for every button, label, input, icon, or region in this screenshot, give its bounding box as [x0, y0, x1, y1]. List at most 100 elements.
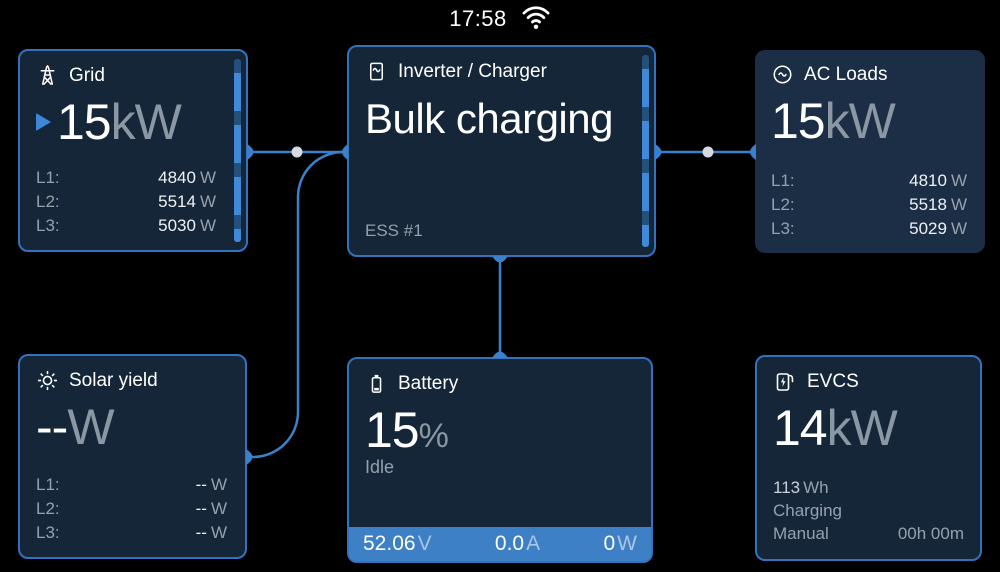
- battery-icon: [365, 372, 388, 395]
- grid-tile-title: Grid: [69, 64, 105, 86]
- flow-dot-acloads: [702, 146, 714, 158]
- phase-value: 5518: [909, 195, 947, 214]
- grid-power-unit: kW: [110, 94, 182, 150]
- evcs-energy-value: 113: [773, 478, 801, 497]
- wifi-icon: [521, 3, 551, 35]
- grid-power-value: 15: [57, 94, 112, 150]
- evcs-energy-unit: Wh: [803, 478, 829, 497]
- evcs-power-value: 14: [773, 400, 828, 456]
- phase-label: L3:: [771, 219, 795, 238]
- phase-label: L1:: [36, 168, 60, 187]
- evcs-session-duration: 00h 00m: [897, 524, 964, 543]
- phase-value: 5029: [909, 219, 947, 238]
- battery-soc-reading: 15 %: [365, 402, 449, 458]
- phase-label: L2:: [771, 195, 795, 214]
- ac-loads-power-reading: 15 kW: [771, 93, 896, 149]
- phase-unit: W: [950, 171, 967, 190]
- evcs-mode-text: Manual: [773, 524, 829, 543]
- evcs-tile-header: EVCS: [773, 370, 859, 394]
- solar-phase-row-l2: L2: --W: [36, 497, 227, 521]
- phase-unit: W: [950, 195, 967, 214]
- battery-measurements-bar: 52.06V 0.0A 0W: [349, 527, 651, 561]
- phase-label: L3:: [36, 523, 60, 542]
- phase-value: 4840: [158, 168, 196, 187]
- evcs-status-row: Charging: [773, 499, 964, 522]
- battery-soc-unit: %: [418, 417, 449, 455]
- evcs-tile-title: EVCS: [807, 371, 859, 392]
- solar-tile-header: Solar yield: [36, 369, 158, 392]
- ac-loads-tile-header: AC Loads: [771, 63, 887, 86]
- power-pylon-icon: [36, 64, 59, 87]
- battery-tile-title: Battery: [398, 372, 459, 394]
- battery-tile-header: Battery: [365, 372, 458, 395]
- battery-soc-value: 15: [365, 402, 420, 458]
- ac-bus-indicator: [234, 59, 241, 242]
- phase-unit: W: [950, 219, 967, 238]
- flow-dot-grid: [291, 146, 303, 158]
- solar-yield-tile[interactable]: Solar yield -- W L1: --W L2: --W L3: --W: [18, 354, 247, 559]
- clock: 17:58: [449, 6, 507, 31]
- battery-state-text: Idle: [365, 457, 395, 477]
- battery-power: 0W: [603, 532, 637, 555]
- inverter-state-text: Bulk charging: [365, 95, 613, 142]
- battery-tile[interactable]: Battery 15 % Idle 52.06V 0.0A 0W: [347, 357, 653, 563]
- solar-power-reading: -- W: [36, 399, 115, 455]
- inverter-tile-header: Inverter / Charger: [365, 60, 547, 83]
- battery-voltage: 52.06V: [363, 532, 432, 555]
- grid-power-reading: 15 kW: [36, 94, 182, 150]
- import-arrow-icon: [36, 113, 51, 131]
- sun-icon: [36, 369, 59, 392]
- phase-unit: W: [210, 499, 227, 518]
- ev-charger-icon: [773, 370, 797, 394]
- grid-tile-header: Grid: [36, 64, 105, 87]
- phase-value: 4810: [909, 171, 947, 190]
- phase-unit: W: [210, 523, 227, 542]
- phase-label: L1:: [36, 475, 60, 494]
- inverter-charger-tile[interactable]: Inverter / Charger Bulk charging ESS #1: [347, 45, 656, 257]
- phase-value: 5514: [158, 192, 196, 211]
- solar-phase-list: L1: --W L2: --W L3: --W: [36, 473, 227, 545]
- ac-bus-indicator: [642, 55, 649, 247]
- phase-unit: W: [199, 192, 216, 211]
- evcs-status-text: Charging: [773, 501, 842, 520]
- solar-phase-row-l1: L1: --W: [36, 473, 227, 497]
- inverter-device-name: ESS #1: [365, 221, 423, 240]
- solar-tile-title: Solar yield: [69, 369, 158, 391]
- phase-value: 5030: [158, 216, 196, 235]
- phase-unit: W: [199, 216, 216, 235]
- evcs-mode-row: Manual 00h 00m: [773, 522, 964, 545]
- solar-power-unit: W: [67, 399, 114, 455]
- inverter-tile-title: Inverter / Charger: [398, 60, 547, 82]
- phase-value: --: [195, 523, 207, 542]
- evcs-power-reading: 14 kW: [773, 400, 898, 456]
- evcs-power-unit: kW: [826, 400, 898, 456]
- phase-unit: W: [210, 475, 227, 494]
- phase-value: --: [195, 475, 207, 494]
- phase-label: L3:: [36, 216, 60, 235]
- battery-current: 0.0A: [494, 532, 541, 555]
- ac-loads-power-value: 15: [771, 93, 826, 149]
- solar-power-value: --: [36, 399, 68, 455]
- inverter-icon: [365, 60, 388, 83]
- phase-label: L2:: [36, 499, 60, 518]
- solar-to-inverter-line: [246, 150, 347, 459]
- phase-unit: W: [199, 168, 216, 187]
- ac-sine-circle-icon: [771, 63, 794, 86]
- phase-label: L2:: [36, 192, 60, 211]
- status-bar: 17:58: [0, 0, 1000, 38]
- phase-label: L1:: [771, 171, 795, 190]
